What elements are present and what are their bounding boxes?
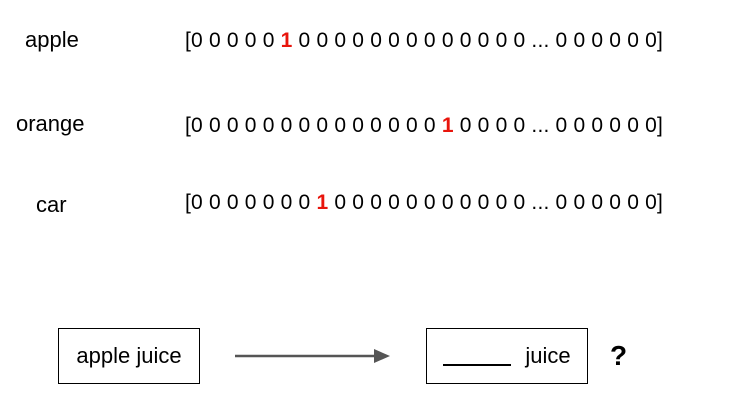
apple-juice-label: apple juice xyxy=(76,343,182,368)
hot-bit: 1 xyxy=(441,114,454,137)
arrow-head xyxy=(374,349,390,363)
one-hot-vector-orange: [0 0 0 0 0 0 0 0 0 0 0 0 0 0 1 0 0 0 0 .… xyxy=(185,114,663,138)
vector-prefix: [0 0 0 0 0 0 0 0 0 0 0 0 0 0 xyxy=(185,114,442,137)
word-label-car: car xyxy=(36,192,67,217)
hot-bit: 1 xyxy=(316,191,329,214)
word-label-apple: apple xyxy=(25,27,79,52)
vector-suffix: 0 0 0 0 0 0 0 0 0 0 0 0 0 ... 0 0 0 0 0 … xyxy=(292,29,664,52)
vector-prefix: [0 0 0 0 0 0 0 xyxy=(185,191,317,214)
apple-juice-box: apple juice xyxy=(58,328,200,384)
blank-line xyxy=(443,363,512,366)
juice-label: juice xyxy=(525,343,571,368)
question-mark: ? xyxy=(610,340,628,371)
vector-suffix: 0 0 0 0 0 0 0 0 0 0 0 ... 0 0 0 0 0 0] xyxy=(328,191,664,214)
vector-prefix: [0 0 0 0 0 xyxy=(185,29,281,52)
hot-bit: 1 xyxy=(280,29,293,52)
one-hot-vector-car: [0 0 0 0 0 0 0 1 0 0 0 0 0 0 0 0 0 0 0 .… xyxy=(185,191,663,215)
blank-juice-box: juice xyxy=(426,328,588,384)
vector-suffix: 0 0 0 0 ... 0 0 0 0 0 0] xyxy=(453,114,664,137)
one-hot-vector-apple: [0 0 0 0 0 1 0 0 0 0 0 0 0 0 0 0 0 0 0 .… xyxy=(185,29,663,53)
word-label-orange: orange xyxy=(16,111,85,136)
